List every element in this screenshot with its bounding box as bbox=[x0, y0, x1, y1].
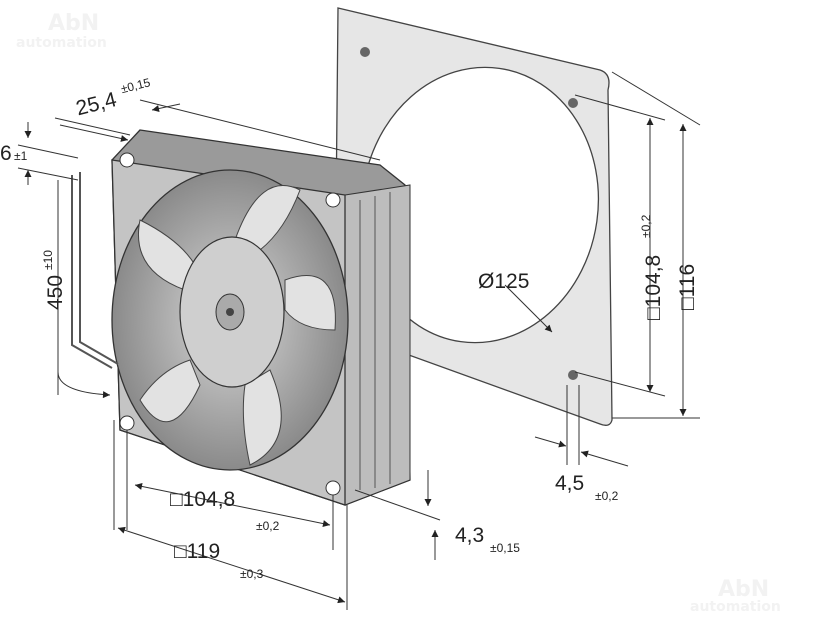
dimension-lines bbox=[17, 71, 701, 610]
svg-text:automation: automation bbox=[690, 599, 781, 615]
dim-lead-offset: 6 ±1 bbox=[0, 142, 28, 165]
svg-text:□104,8: □104,8 bbox=[170, 488, 235, 511]
plate-hole bbox=[568, 98, 578, 108]
lead-wires bbox=[71, 172, 119, 369]
dim-plate-size: □116 bbox=[676, 264, 699, 310]
svg-text:±0,15: ±0,15 bbox=[119, 75, 152, 96]
dim-hole-diameter-fan: 4,3 ±0,15 bbox=[455, 524, 520, 555]
svg-text:±0,3: ±0,3 bbox=[240, 567, 264, 581]
watermark-top-left: AbN automation bbox=[16, 11, 107, 51]
fan-mount-hole bbox=[325, 480, 341, 496]
svg-text:AbN: AbN bbox=[48, 11, 99, 36]
dim-hole-spacing-plate: □104,8 ±0,2 bbox=[639, 214, 665, 320]
svg-text:±0,2: ±0,2 bbox=[256, 519, 280, 533]
svg-text:25,4: 25,4 bbox=[74, 88, 120, 120]
dim-fan-size: □119 ±0,3 bbox=[174, 540, 264, 581]
svg-text:6: 6 bbox=[0, 142, 12, 165]
fan-mount-hole bbox=[119, 152, 135, 168]
svg-text:±1: ±1 bbox=[14, 149, 28, 163]
dim-hole-spacing-fan: □104,8 ±0,2 bbox=[170, 488, 280, 533]
svg-text:4,3: 4,3 bbox=[455, 524, 484, 547]
fan bbox=[111, 129, 411, 506]
svg-text:450: 450 bbox=[44, 275, 67, 310]
watermark-bottom-right: AbN automation bbox=[690, 577, 781, 615]
svg-text:4,5: 4,5 bbox=[555, 472, 584, 495]
svg-text:automation: automation bbox=[16, 35, 107, 51]
svg-text:±0,2: ±0,2 bbox=[595, 489, 619, 503]
dim-cutout-diameter: Ø125 bbox=[478, 270, 529, 293]
dim-depth: 25,4 ±0,15 bbox=[74, 75, 152, 120]
svg-text:□119: □119 bbox=[174, 540, 220, 563]
dim-lead-length: 450 ±10 bbox=[41, 250, 67, 310]
dim-hole-diameter-plate: 4,5 ±0,2 bbox=[555, 472, 619, 503]
fan-mount-hole bbox=[119, 415, 135, 431]
fan-mount-hole bbox=[325, 192, 341, 208]
svg-text:AbN: AbN bbox=[718, 577, 769, 602]
plate-hole bbox=[360, 47, 370, 57]
svg-text:□104,8: □104,8 bbox=[642, 255, 665, 320]
plate-hole bbox=[568, 370, 578, 380]
svg-text:±0,15: ±0,15 bbox=[490, 541, 520, 555]
svg-text:±0,2: ±0,2 bbox=[639, 214, 653, 238]
svg-text:±10: ±10 bbox=[41, 250, 55, 270]
